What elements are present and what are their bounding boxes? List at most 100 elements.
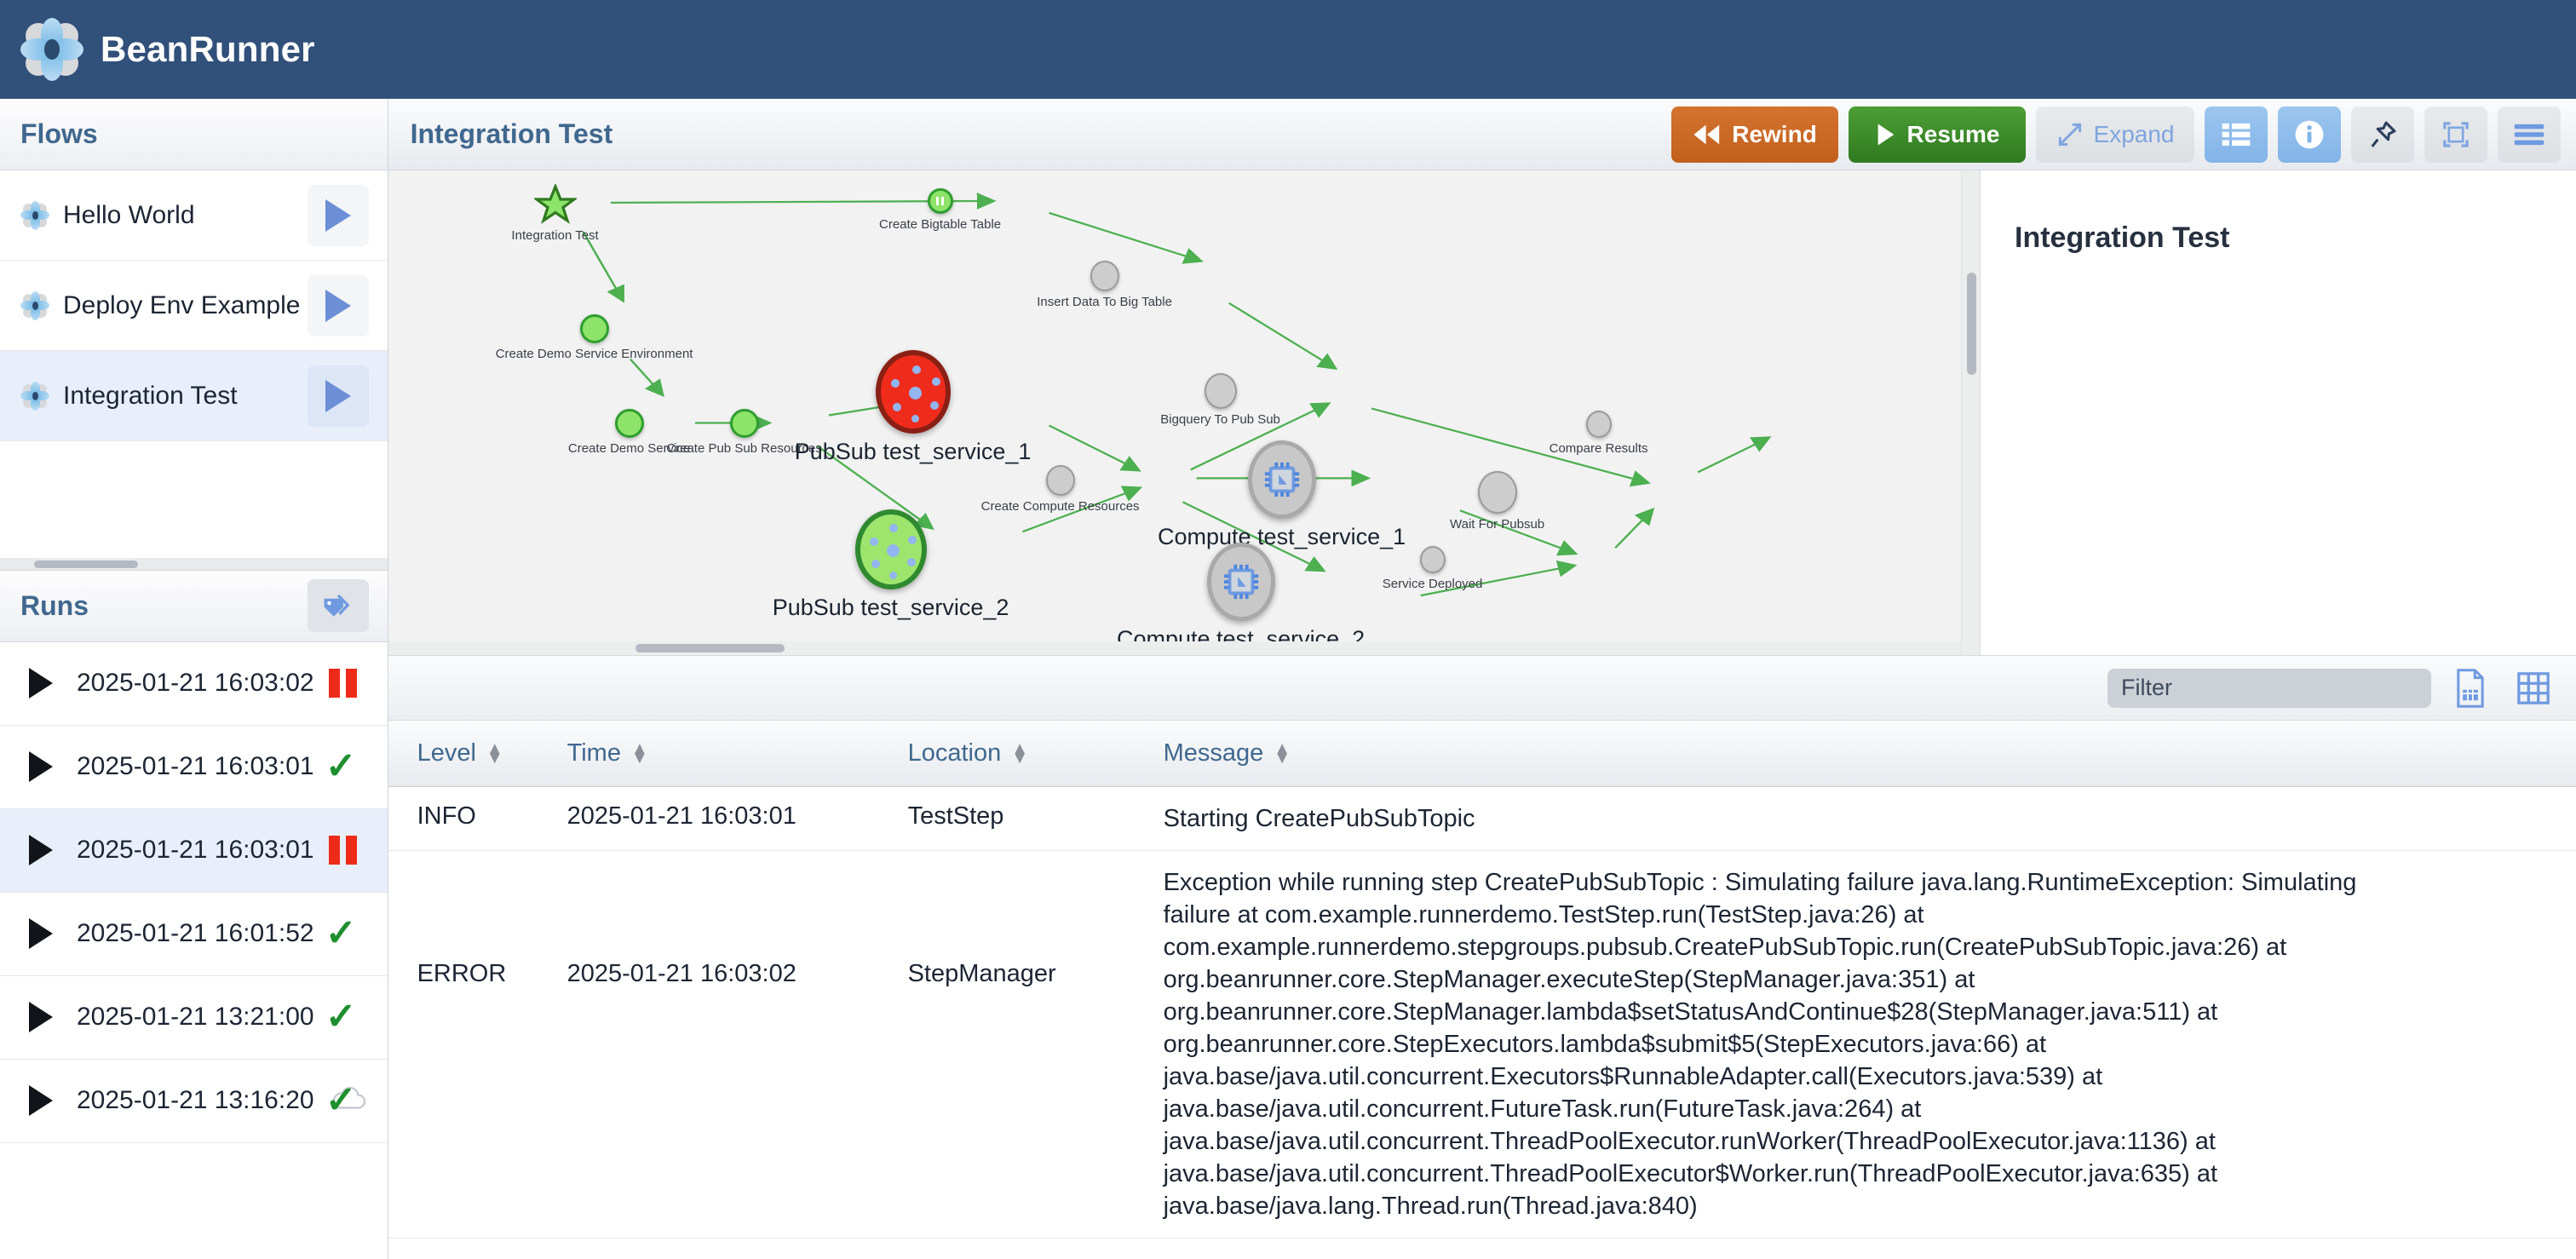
pin-icon[interactable] [2351,106,2415,163]
list-view-icon[interactable] [2205,106,2268,163]
csv-file-icon[interactable] [2447,664,2494,712]
play-icon[interactable] [307,365,369,427]
page-title: Integration Test [410,118,613,149]
graph-node-create-demo-service[interactable]: Create Demo Service [568,409,690,456]
run-timestamp: 2025-01-21 16:03:01 [77,836,314,864]
status-badge: ✓ [325,915,357,952]
tags-icon[interactable] [307,579,369,632]
message-line: java.base/java.util.concurrent.ThreadPoo… [1163,1128,2216,1155]
rewind-label: Rewind [1732,120,1817,147]
expand-button[interactable]: Expand [2036,106,2195,163]
graph-node-integration-test[interactable]: Integration Test [511,184,599,243]
message-line: java.base/java.util.concurrent.FutureTas… [1163,1095,1922,1123]
message-line: java.base/java.util.concurrent.Executors… [1163,1063,2103,1090]
rewind-button[interactable]: Rewind [1671,106,1839,163]
sort-icon[interactable]: ▲▼ [1011,739,1029,767]
log-table-body[interactable]: INFO 2025-01-21 16:03:01 TestStep Starti… [388,787,2576,1259]
app-body: Flows Hello World [0,99,2576,1259]
message-line: java.base/java.util.concurrent.ThreadPoo… [1163,1160,2218,1187]
filter-input[interactable] [2107,668,2432,708]
play-icon[interactable] [29,668,53,698]
hamburger-menu-icon[interactable] [2498,106,2562,163]
play-icon[interactable] [29,835,53,865]
flower-icon [20,290,49,320]
sort-icon[interactable]: ▲▼ [630,739,648,767]
log-panel: Level ▲▼ Time ▲▼ [388,656,2576,1259]
graph-node-label: Create Pub Sub Resources [666,441,822,456]
column-header-time[interactable]: Time ▲▼ [567,721,908,786]
sidebar-item-integration-test[interactable]: Integration Test [0,351,388,441]
flows-panel-header: Flows [0,99,388,170]
graph-node-create-compute-resources[interactable]: Create Compute Resources [981,465,1140,514]
table-grid-icon[interactable] [2510,664,2557,712]
graph-node-label: Create Demo Service Environment [495,347,693,361]
graph-node-wait-for-pubsub[interactable]: Wait For Pubsub [1450,471,1544,532]
flows-empty-space [0,441,388,558]
table-row[interactable]: INFO 2025-01-21 16:03:01 TestStep Starti… [388,787,2576,851]
graph-horizontal-scrollbar[interactable] [388,641,1962,655]
list-item[interactable]: 2025-01-21 16:03:01 ✓ [0,725,388,809]
graph-vertical-scrollbar[interactable] [1961,170,1981,655]
graph-node-create-demo-service-environment[interactable]: Create Demo Service Environment [496,314,693,361]
play-icon[interactable] [29,918,53,949]
graph-edges [581,193,1772,597]
sort-icon[interactable]: ▲▼ [486,739,503,767]
list-item[interactable]: 2025-01-21 13:16:20 ✓ [0,1059,388,1143]
play-icon[interactable] [29,1002,53,1032]
list-item[interactable]: 2025-01-21 16:03:02 [0,641,388,726]
graph-node-pubsub-test-service-1[interactable]: PubSub test_service_1 [795,350,1031,464]
run-timestamp: 2025-01-21 13:21:00 [77,1003,314,1031]
column-header-message[interactable]: Message ▲▼ [1164,721,2576,786]
main-content: Integration Test Rewind Resume [388,99,2576,1259]
play-icon[interactable] [307,184,369,246]
flow-graph-canvas[interactable]: Integration Test Create Bigtable Table C… [388,170,1962,655]
fit-frame-icon[interactable] [2424,106,2488,163]
cloud-icon [331,1086,367,1116]
expand-arrows-icon [2056,121,2084,148]
play-icon[interactable] [29,1085,53,1116]
play-icon[interactable] [307,274,369,336]
expand-label: Expand [2093,120,2175,147]
graph-node-bigquery-to-pub-sub[interactable]: Bigquery To Pub Sub [1160,373,1280,427]
graph-node-create-pub-sub-resources[interactable]: Create Pub Sub Resources [666,409,822,456]
graph-node-create-bigtable-table[interactable]: Create Bigtable Table [879,188,1001,232]
rewind-icon [1693,124,1722,146]
check-icon: ✓ [325,745,357,787]
flows-horizontal-scrollbar[interactable] [0,557,388,570]
list-item[interactable]: 2025-01-21 16:03:01 [0,808,388,893]
play-icon[interactable] [29,751,53,782]
sort-icon[interactable]: ▲▼ [1274,739,1291,767]
graph-node-service-deployed[interactable]: Service Deployed [1383,546,1482,591]
message-line: Starting CreatePubSubTopic [1163,805,1475,832]
graph-node-insert-data-to-big-table[interactable]: Insert Data To Big Table [1037,261,1172,309]
flower-icon [20,381,49,411]
sidebar-item-deploy-env-example[interactable]: Deploy Env Example [0,261,388,351]
flows-list: Hello World Deploy Env Example [0,170,388,441]
resume-button[interactable]: Resume [1849,106,2027,163]
list-item[interactable]: 2025-01-21 13:21:00 ✓ [0,975,388,1060]
status-badge [328,669,357,698]
column-header-location[interactable]: Location ▲▼ [908,721,1164,786]
graph-node-label: PubSub test_service_2 [772,595,1009,620]
column-header-level[interactable]: Level ▲▼ [388,721,567,786]
list-item[interactable]: 2025-01-21 16:01:52 ✓ [0,892,388,976]
graph-node-label: Create Bigtable Table [879,217,1002,232]
table-row[interactable]: ERROR 2025-01-21 16:03:02 StepManager Ex… [388,850,2576,1239]
message-line: org.beanrunner.core.StepExecutors.lambda… [1163,1031,2047,1058]
left-sidebar: Flows Hello World [0,99,388,1259]
log-table-header: Level ▲▼ Time ▲▼ [388,721,2576,787]
graph-node-compare-results[interactable]: Compare Results [1550,411,1648,456]
graph-node-compute-test-service-2[interactable]: Compute test_service_2 [1117,543,1365,652]
graph-node-compute-test-service-1[interactable]: Compute test_service_1 [1158,440,1406,549]
status-badge: ✓ [325,1082,357,1119]
app-header: BeanRunner [0,0,2576,99]
info-icon[interactable] [2278,106,2342,163]
run-timestamp: 2025-01-21 16:03:02 [77,669,314,697]
graph-node-label: Integration Test [511,228,599,243]
sidebar-item-hello-world[interactable]: Hello World [0,170,388,261]
graph-node-label: PubSub test_service_1 [794,439,1032,464]
log-message: Exception while running step CreatePubSu… [1163,850,2576,1239]
pause-icon [328,669,357,698]
graph-node-label: Insert Data To Big Table [1037,295,1172,309]
graph-node-pubsub-test-service-2[interactable]: PubSub test_service_2 [773,509,1009,620]
